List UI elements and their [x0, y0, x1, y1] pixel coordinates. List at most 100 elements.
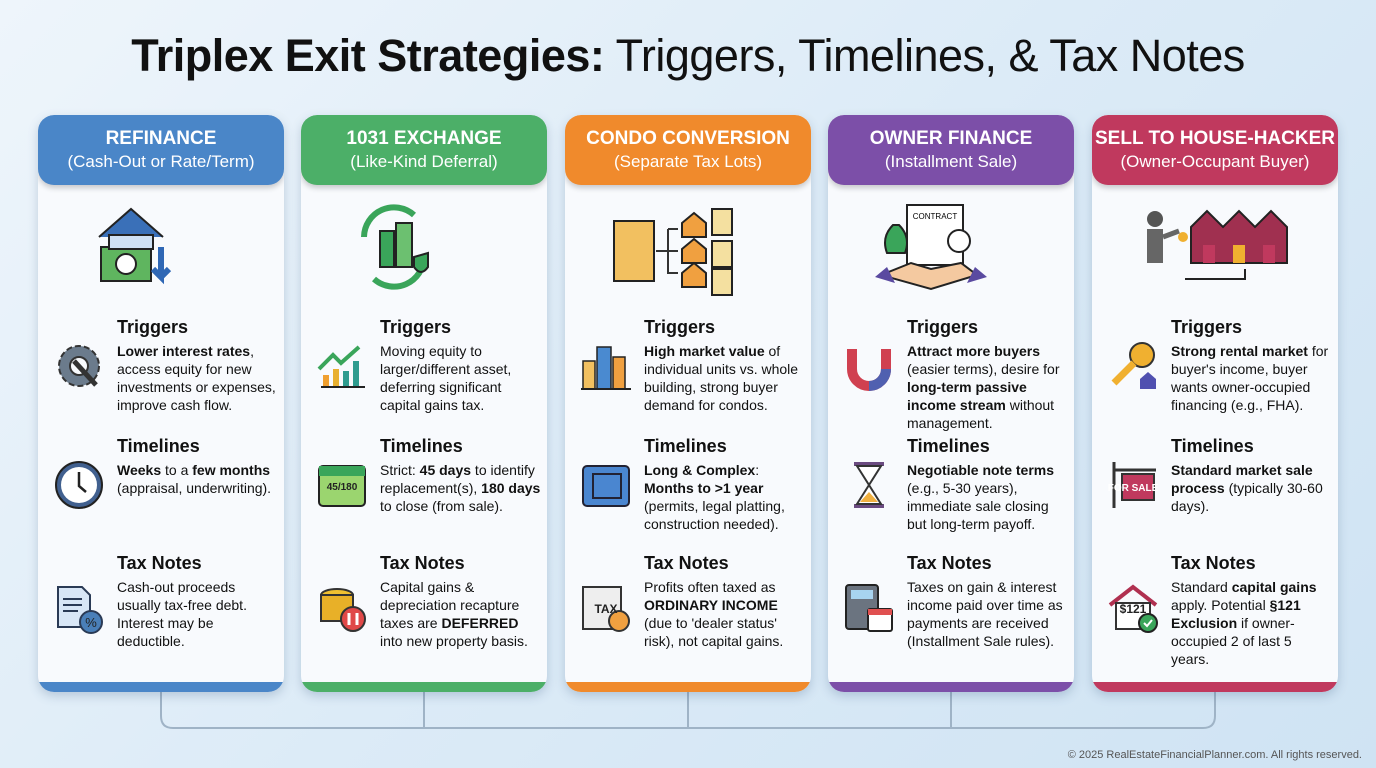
text-segment: Standard	[1171, 579, 1232, 595]
document-percent-icon: %	[52, 581, 106, 635]
text-segment: Standard market sale process	[1171, 462, 1313, 496]
text-segment: Weeks	[117, 462, 162, 478]
text-segment: §121 Exclusion	[1171, 597, 1301, 631]
card-subtitle: (Owner-Occupant Buyer)	[1120, 152, 1310, 171]
text-segment: capital gains	[1231, 579, 1317, 595]
section-heading: Timelines	[1171, 436, 1254, 456]
section-body: Taxes on gain & interest income paid ove…	[907, 578, 1069, 650]
for-sale-sign-icon: FOR SALE	[1106, 458, 1160, 512]
card-bottom-bar	[565, 682, 811, 692]
text-segment: Months to >1 year	[644, 480, 764, 496]
text-segment: Attract more buyers	[907, 343, 1041, 359]
text-segment: Taxes on gain & interest income paid ove…	[907, 579, 1063, 649]
section-heading: Timelines	[117, 436, 200, 456]
section-body: High market value of individual units vs…	[644, 342, 806, 414]
text-segment: 45 days	[419, 462, 472, 478]
handshake-contract-icon: CONTRACT	[828, 197, 1074, 297]
card-header: OWNER FINANCE (Installment Sale)	[828, 115, 1074, 185]
section-heading: Triggers	[644, 317, 716, 337]
page-title: Triplex Exit Strategies: Triggers, Timel…	[0, 30, 1376, 82]
exchange-cycle-icon	[301, 197, 547, 297]
text-segment: few months	[192, 462, 271, 478]
person-keys-triplex-icon	[1092, 197, 1338, 297]
card-title: 1031 EXCHANGE	[346, 128, 502, 149]
text-segment: Cash-out proceeds usually tax-free debt.…	[117, 579, 247, 649]
card-condo-conversion: CONDO CONVERSION (Separate Tax Lots) Tri…	[565, 115, 811, 692]
text-segment: long-term passive income stream	[907, 379, 1027, 413]
section-body: Strict: 45 days to identify replacement(…	[380, 461, 542, 515]
text-segment: to a	[161, 462, 193, 478]
city-buildings-icon	[579, 339, 633, 393]
magnet-icon	[842, 339, 896, 393]
section-heading: Timelines	[644, 436, 727, 456]
text-segment: if owner-occupied 2 of last 5 years.	[1171, 615, 1295, 667]
copyright: © 2025 RealEstateFinancialPlanner.com. A…	[1067, 749, 1362, 761]
section-heading: Tax Notes	[117, 553, 202, 573]
section-heading: Tax Notes	[644, 553, 729, 573]
section-heading: Tax Notes	[1171, 553, 1256, 573]
section-body: Moving equity to larger/different asset,…	[380, 342, 542, 414]
text-segment: apply. Potential	[1171, 597, 1270, 613]
text-segment: Lower interest rates	[117, 343, 251, 359]
svg-text:$121: $121	[1120, 602, 1147, 616]
key-house-icon	[1106, 339, 1160, 393]
text-segment: Profits often taxed as	[644, 579, 776, 595]
house-check-icon: $121	[1106, 581, 1160, 635]
section-body: Negotiable note terms (e.g., 5-30 years)…	[907, 461, 1069, 533]
clock-icon	[52, 458, 106, 512]
card-subtitle: (Separate Tax Lots)	[613, 152, 763, 171]
text-segment: High market value	[644, 343, 765, 359]
section-body: Attract more buyers (easier terms), desi…	[907, 342, 1069, 432]
card-owner-finance: OWNER FINANCE (Installment Sale) CONTRAC…	[828, 115, 1074, 692]
calendar-icon: 45/180	[315, 458, 369, 512]
card-title: CONDO CONVERSION	[586, 128, 790, 149]
text-segment: ORDINARY INCOME	[644, 597, 778, 613]
text-segment: (due to 'dealer status' risk), not capit…	[644, 615, 784, 649]
svg-text:45/180: 45/180	[327, 482, 358, 493]
growth-chart-icon	[315, 339, 369, 393]
section-body: Lower interest rates, access equity for …	[117, 342, 279, 414]
text-segment: for buyer's income, buyer wants owner-oc…	[1171, 343, 1329, 413]
text-segment: :	[755, 462, 760, 478]
text-segment: to identify replacement(s),	[380, 462, 535, 496]
section-body: Standard market sale process (typically …	[1171, 461, 1333, 515]
card-subtitle: (Installment Sale)	[884, 152, 1018, 171]
text-segment: into new property basis.	[380, 633, 528, 649]
text-segment: (easier terms), desire for	[907, 361, 1060, 377]
section-body: Weeks to a few months (appraisal, underw…	[117, 461, 279, 497]
svg-text:%: %	[85, 615, 97, 630]
text-segment: (permits, legal platting, construction n…	[644, 498, 785, 532]
section-body: Long & Complex: Months to >1 year (permi…	[644, 461, 806, 533]
text-segment: DEFERRED	[441, 615, 519, 631]
card-bottom-bar	[828, 682, 1074, 692]
section-heading: Triggers	[117, 317, 189, 337]
section-body: Profits often taxed as ORDINARY INCOME (…	[644, 578, 806, 650]
card-bottom-bar	[301, 682, 547, 692]
title-rest: Triggers, Timelines, & Tax Notes	[604, 30, 1246, 81]
text-segment: 180 days	[481, 480, 541, 496]
card-bottom-bar	[1092, 682, 1338, 692]
text-segment: (e.g., 5-30 years), immediate sale closi…	[907, 480, 1049, 532]
section-heading: Tax Notes	[907, 553, 992, 573]
svg-text:TAX: TAX	[594, 602, 617, 616]
calculator-calendar-icon	[842, 581, 896, 635]
card-subtitle: (Like-Kind Deferral)	[350, 152, 498, 171]
text-segment: Long & Complex	[644, 462, 756, 478]
text-segment: Moving equity to larger/different asset,…	[380, 343, 512, 413]
svg-text:FOR SALE: FOR SALE	[1108, 483, 1159, 494]
svg-text:CONTRACT: CONTRACT	[913, 212, 958, 221]
card-title: REFINANCE	[105, 128, 217, 149]
text-segment: Capital gains & depreciation recapture t…	[380, 579, 520, 631]
section-body: Standard capital gains apply. Potential …	[1171, 578, 1333, 668]
card-header: REFINANCE (Cash-Out or Rate/Term)	[38, 115, 284, 185]
card-1031-exchange: 1031 EXCHANGE (Like-Kind Deferral) Trigg…	[301, 115, 547, 692]
section-heading: Triggers	[1171, 317, 1243, 337]
card-sell-to-house-hacker: SELL TO HOUSE-HACKER (Owner-Occupant Buy…	[1092, 115, 1338, 692]
text-segment: , access equity for new investments or e…	[117, 343, 276, 413]
title-bold: Triplex Exit Strategies:	[131, 30, 605, 81]
section-heading: Triggers	[380, 317, 452, 337]
card-header: 1031 EXCHANGE (Like-Kind Deferral)	[301, 115, 547, 185]
text-segment: Strict:	[380, 462, 420, 478]
card-title: OWNER FINANCE	[869, 128, 1033, 149]
